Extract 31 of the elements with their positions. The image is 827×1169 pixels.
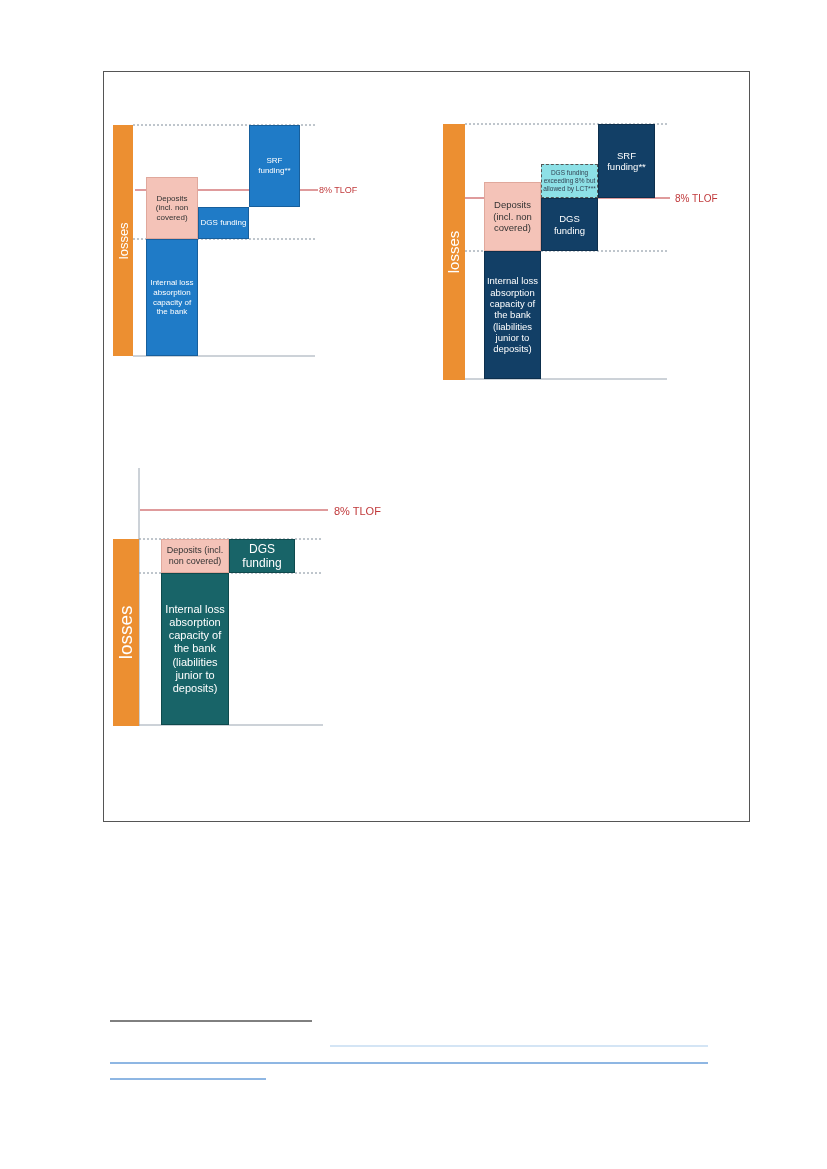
block-label: DGS funding bbox=[552, 213, 587, 236]
bar-label: losses bbox=[115, 222, 131, 259]
losses-bar bbox=[443, 124, 465, 380]
bar-label: losses bbox=[114, 605, 137, 660]
block-label: Internal loss absorption capacity of the bank (liabilities junior to deposits) bbox=[485, 275, 540, 355]
threshold-label: 8% TLOF bbox=[334, 504, 381, 519]
funding-block bbox=[484, 182, 541, 251]
funding-block bbox=[146, 177, 198, 239]
threshold-label: 8% TLOF bbox=[675, 192, 718, 206]
block-label: DGS funding bbox=[199, 218, 248, 228]
losses-bar bbox=[113, 125, 133, 356]
losses-bar bbox=[113, 539, 139, 726]
funding-block bbox=[598, 124, 655, 198]
funding-block bbox=[229, 539, 295, 573]
block-label: Deposits (incl. non covered) bbox=[492, 199, 533, 234]
bar-label: losses bbox=[445, 230, 463, 274]
block-label: Deposits (incl. non covered) bbox=[165, 545, 225, 567]
funding-block bbox=[161, 573, 229, 725]
funding-block bbox=[146, 239, 198, 356]
funding-block bbox=[198, 207, 249, 239]
threshold-label: 8% TLOF bbox=[319, 184, 358, 197]
block-label: DGS funding bbox=[241, 541, 283, 571]
funding-block bbox=[161, 539, 229, 573]
block-label: Deposits (incl. non covered) bbox=[154, 193, 190, 223]
block-label: Internal loss absorption capacity of the bank bbox=[149, 278, 195, 317]
funding-block bbox=[484, 251, 541, 379]
funding-block bbox=[249, 125, 300, 207]
funding-block bbox=[541, 198, 598, 251]
block-label: Internal loss absorption capacity of the bank (liabilities junior to deposits) bbox=[164, 602, 226, 696]
block-label: SRF funding** bbox=[257, 156, 292, 176]
block-label: SRF funding** bbox=[606, 149, 647, 173]
